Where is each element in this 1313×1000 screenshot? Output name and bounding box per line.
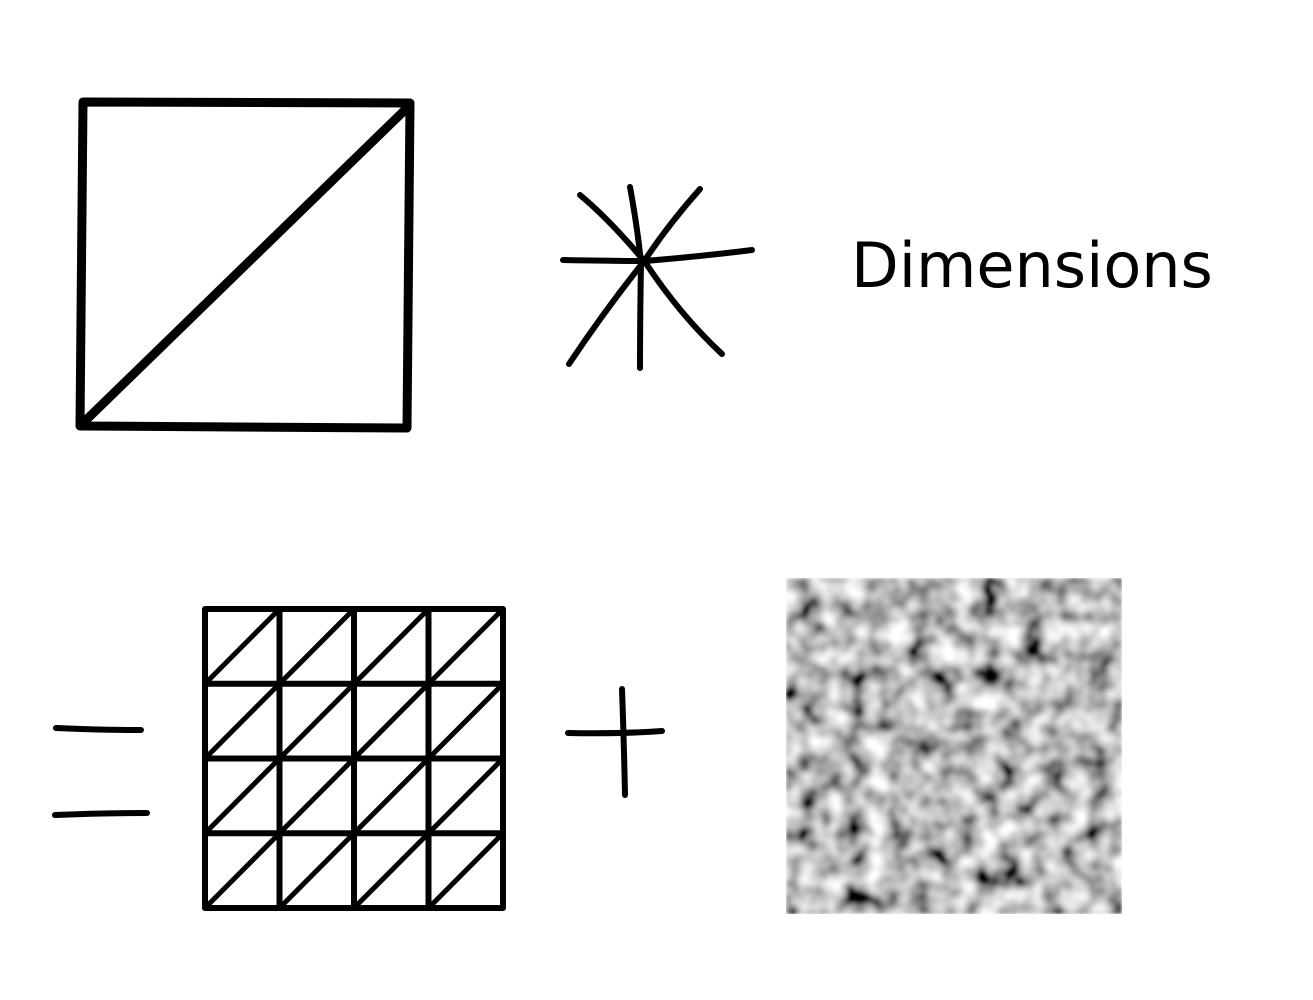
mesh-grid-icon bbox=[202, 606, 506, 911]
grid-cell-diagonal bbox=[202, 681, 282, 761]
grid-cell-diagonal bbox=[426, 830, 506, 911]
noise-texture-icon bbox=[786, 578, 1122, 914]
grid-cell-diagonal bbox=[202, 606, 282, 687]
grid-cell-diagonal bbox=[202, 756, 282, 836]
grid-cell-diagonal bbox=[202, 830, 282, 911]
grid-cell-diagonal bbox=[351, 606, 431, 687]
grid-cell-diagonal bbox=[351, 756, 431, 836]
equals-icon bbox=[52, 725, 150, 818]
grid-cell-diagonal bbox=[351, 830, 431, 911]
grid-cell-diagonal bbox=[426, 606, 506, 687]
grid-cell-diagonal bbox=[426, 681, 506, 761]
grid-cell-diagonal bbox=[277, 830, 357, 911]
grid-cell-diagonal bbox=[277, 756, 357, 836]
asterisk-icon bbox=[560, 184, 755, 371]
grid-cell-diagonal bbox=[277, 606, 357, 687]
plus-icon bbox=[565, 686, 665, 798]
grid-cell-diagonal bbox=[426, 756, 506, 836]
grid-cell-diagonal bbox=[277, 681, 357, 761]
square-diagonal-icon bbox=[75, 97, 415, 433]
grid-cell-diagonal bbox=[351, 681, 431, 761]
dimensions-label: Dimensions bbox=[851, 229, 1213, 302]
